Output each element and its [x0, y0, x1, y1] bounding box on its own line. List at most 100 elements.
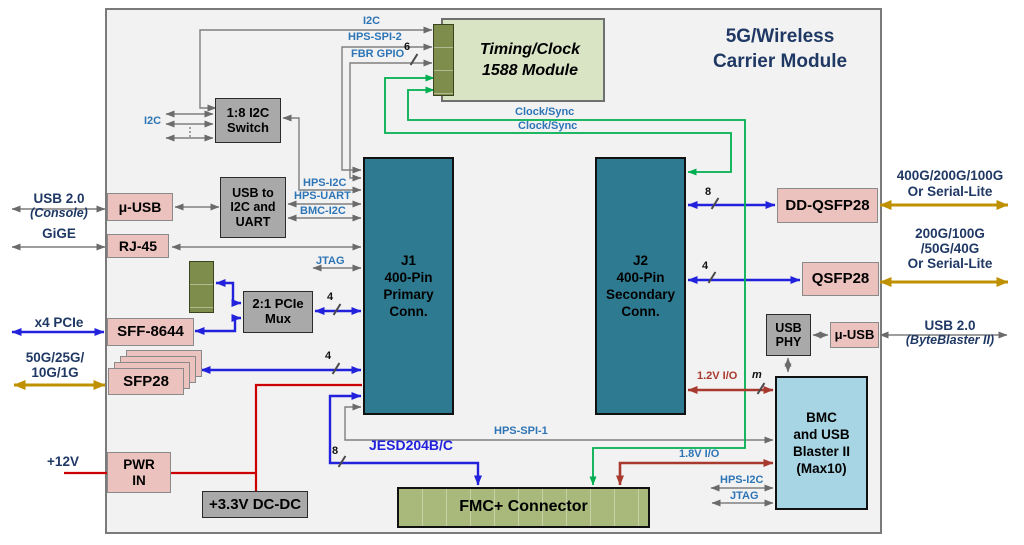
j2-secondary-connector: J2 400-Pin Secondary Conn. [595, 157, 686, 415]
signal-jtag-bmc: JTAG [730, 490, 759, 502]
diagram-title-line1: 5G/Wireless [725, 26, 835, 47]
usb2-console-line1: USB 2.0 [33, 191, 85, 206]
timing-line1: Timing/Clock [479, 41, 581, 58]
signal-hps-uart: HPS-UART [294, 190, 351, 202]
micro-usb-console: μ-USB [107, 193, 173, 221]
dd-speeds-line2: Or Serial-Lite [907, 184, 993, 199]
i2c-switch-line1: 1:8 I2C [226, 104, 270, 120]
signal-clock-sync-2: Clock/Sync [518, 120, 578, 132]
j1-line1: J1 [400, 253, 417, 268]
signal-fbr-gpio: FBR GPIO [351, 48, 405, 60]
usb2-console-label: USB 2.0 (Console) [16, 191, 102, 221]
usb-i2c-uart-line2: I2C and [230, 200, 276, 215]
dd-qsfp28-connector: DD-QSFP28 [777, 188, 878, 223]
dcdc-converter: +3.3V DC-DC [202, 491, 308, 518]
usb2-byteblaster-label: USB 2.0 (ByteBlaster II) [890, 318, 1010, 348]
usb-i2c-uart-line3: UART [235, 214, 271, 229]
usb-phy: USB PHY [766, 314, 811, 356]
j1-line4: Conn. [389, 304, 428, 319]
bmc-usb-blaster: BMC and USB Blaster II (Max10) [775, 376, 868, 510]
x4-pcie-label: x4 PCIe [16, 315, 102, 330]
gige-text: GiGE [42, 226, 76, 241]
bus-width-pcie-mux: 4 [327, 291, 334, 303]
sfp28-connector: SFP28 [108, 368, 184, 395]
signal-jesd204: JESD204B/C [369, 437, 454, 453]
diagram-title: 5G/Wireless Carrier Module [690, 24, 870, 74]
j2-line2: 400-Pin [616, 270, 665, 285]
i2c-switch-line2: Switch [227, 119, 269, 135]
j2-line3: Secondary [605, 287, 676, 302]
bmc-line4: (Max10) [796, 461, 847, 476]
dcdc-label: +3.3V DC-DC [208, 495, 302, 513]
x4-pcie-text: x4 PCIe [34, 315, 84, 330]
pwr-in: PWR IN [107, 452, 171, 493]
rj45-connector: RJ-45 [107, 234, 169, 258]
qsfp-speeds-line2: /50G/40G [920, 241, 980, 256]
bus-width-qsfp: 4 [702, 260, 709, 272]
usb-i2c-uart-line1: USB to [232, 185, 274, 200]
pcie-mux-line1: 2:1 PCIe [252, 296, 304, 312]
signal-i2c-top: I2C [363, 15, 381, 27]
usb2-byteblaster-line2: (ByteBlaster II) [905, 333, 995, 347]
signal-1v8-io: 1.8V I/O [679, 448, 720, 460]
sfp28-label: SFP28 [123, 372, 169, 390]
bus-width-fbr-gpio: 6 [404, 41, 411, 53]
qsfp-speeds-line1: 200G/100G [915, 226, 985, 241]
signal-i2c-left: I2C [144, 115, 162, 127]
signal-clock-sync-1: Clock/Sync [515, 106, 575, 118]
j1-line2: 400-Pin [384, 270, 433, 285]
micro-usb-byteblaster-label: μ-USB [834, 326, 875, 342]
usb2-console-line2: (Console) [30, 206, 88, 220]
j2-line1: J2 [632, 253, 649, 268]
dd-qsfp28-label: DD-QSFP28 [785, 196, 870, 214]
usb-phy-line2: PHY [775, 335, 802, 349]
i2c-switch: 1:8 I2C Switch [215, 98, 281, 143]
signal-hps-i2c-bmc: HPS-I2C [720, 474, 764, 486]
timing-line2: 1588 Module [481, 62, 579, 79]
timing-clock-module: Timing/Clock 1588 Module [441, 18, 605, 102]
sfp-speeds-label: 50G/25G/ 10G/1G [12, 350, 98, 380]
usb-phy-line1: USB [775, 320, 802, 335]
pcie-mux: 2:1 PCIe Mux [243, 291, 313, 333]
sfp-speeds-line2: 10G/1G [31, 365, 79, 380]
signal-bmc-i2c: BMC-I2C [300, 205, 346, 217]
qsfp-speeds-line3: Or Serial-Lite [907, 256, 993, 271]
sff8644-connector: SFF-8644 [107, 318, 194, 346]
rj45-label: RJ-45 [118, 237, 158, 254]
bmc-line3: Blaster II [792, 444, 851, 459]
bus-width-jesd: 8 [332, 445, 339, 457]
qsfp28-connector: QSFP28 [802, 262, 879, 296]
pcie-mux-line2: Mux [265, 311, 291, 326]
signal-hps-spi1: HPS-SPI-1 [494, 425, 548, 437]
j2-line4: Conn. [621, 304, 660, 319]
diagram-title-line2: Carrier Module [712, 51, 848, 72]
j1-primary-connector: J1 400-Pin Primary Conn. [363, 157, 454, 415]
bus-width-dd-qsfp: 8 [705, 186, 712, 198]
micro-usb-console-label: μ-USB [118, 198, 162, 215]
signal-hps-i2c: HPS-I2C [303, 177, 347, 189]
bus-width-1v2-io: m [752, 369, 762, 381]
bmc-line2: and USB [793, 427, 850, 442]
signal-jtag-left: JTAG [316, 255, 345, 267]
signal-hps-spi2: HPS-SPI-2 [348, 31, 402, 43]
bus-width-sfp: 4 [325, 350, 332, 362]
timing-connector-strip [433, 24, 454, 96]
sff8644-label: SFF-8644 [117, 323, 184, 341]
bmc-line1: BMC [806, 410, 837, 425]
plus12v-label: +12V [38, 454, 88, 469]
sfp-speeds-line1: 50G/25G/ [25, 350, 85, 365]
dd-speeds-label: 400G/200G/100G Or Serial-Lite [884, 168, 1016, 200]
m2-pcie-connector [189, 261, 214, 313]
pwr-in-line2: IN [132, 472, 146, 488]
pwr-in-line1: PWR [123, 456, 155, 472]
usb2-byteblaster-line1: USB 2.0 [924, 318, 976, 333]
usb-to-i2c-uart: USB to I2C and UART [220, 177, 286, 238]
fmc-connector: FMC+ Connector [397, 487, 650, 528]
gige-label: GiGE [16, 226, 102, 241]
micro-usb-byteblaster: μ-USB [830, 322, 879, 348]
plus12v-text: +12V [47, 454, 79, 469]
j1-line3: Primary [383, 287, 434, 302]
dd-speeds-line1: 400G/200G/100G [896, 168, 1004, 183]
qsfp-speeds-label: 200G/100G /50G/40G Or Serial-Lite [890, 226, 1010, 271]
